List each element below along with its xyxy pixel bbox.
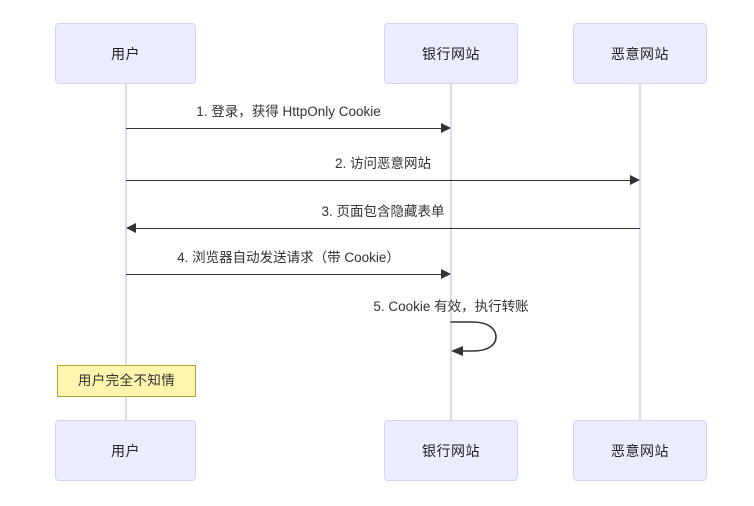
participant-malicious-top[interactable]: 恶意网站	[573, 23, 707, 84]
message-1-label: 1. 登录，获得 HttpOnly Cookie	[196, 104, 381, 119]
participant-bank-bottom[interactable]: 银行网站	[384, 420, 518, 481]
participant-user-top[interactable]: 用户	[55, 23, 196, 84]
message-1-arrowhead-icon	[441, 123, 451, 133]
message-2-line	[126, 180, 631, 181]
participant-bank-top-label: 银行网站	[422, 45, 480, 62]
message-1-line	[126, 128, 442, 129]
message-3-line	[135, 228, 640, 229]
note-user-unaware-label: 用户完全不知情	[77, 373, 176, 389]
lifeline-bank	[450, 84, 452, 420]
participant-bank-bottom-label: 银行网站	[422, 442, 480, 459]
message-3-arrowhead-icon	[126, 223, 136, 233]
message-2-arrowhead-icon	[630, 175, 640, 185]
message-4-line	[126, 274, 442, 275]
participant-malicious-bottom[interactable]: 恶意网站	[573, 420, 707, 481]
lifeline-malicious	[639, 84, 641, 420]
message-2-label: 2. 访问恶意网站	[334, 156, 431, 171]
participant-user-top-label: 用户	[111, 45, 140, 62]
participant-malicious-top-label: 恶意网站	[611, 45, 669, 62]
message-3-label: 3. 页面包含隐藏表单	[321, 204, 445, 219]
note-user-unaware: 用户完全不知情	[57, 365, 196, 397]
participant-user-bottom[interactable]: 用户	[55, 420, 196, 481]
lifeline-user	[125, 84, 127, 420]
participant-user-bottom-label: 用户	[111, 442, 140, 459]
participant-malicious-bottom-label: 恶意网站	[611, 442, 669, 459]
message-4-arrowhead-icon	[441, 269, 451, 279]
message-5-self-loop-icon	[450, 321, 497, 356]
participant-bank-top[interactable]: 银行网站	[384, 23, 518, 84]
message-5-label: 5. Cookie 有效，执行转账	[373, 299, 529, 314]
message-4-label: 4. 浏览器自动发送请求（带 Cookie）	[177, 250, 400, 265]
